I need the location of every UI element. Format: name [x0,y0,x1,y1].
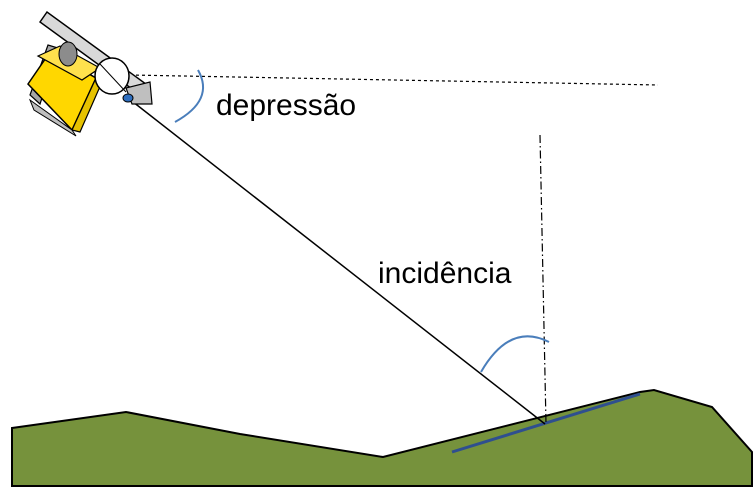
incidence-angle-arc [480,335,550,373]
horizontal-reference-line [129,74,659,86]
slope-facet-line [451,392,641,454]
surface-normal-line [539,134,547,425]
incidence-label: incidência [378,257,512,290]
depression-label: depressão [216,89,356,122]
depression-angle-arc [174,69,204,123]
line-of-sight [127,97,546,425]
satellite-icon [27,10,153,137]
terrain [11,388,753,487]
